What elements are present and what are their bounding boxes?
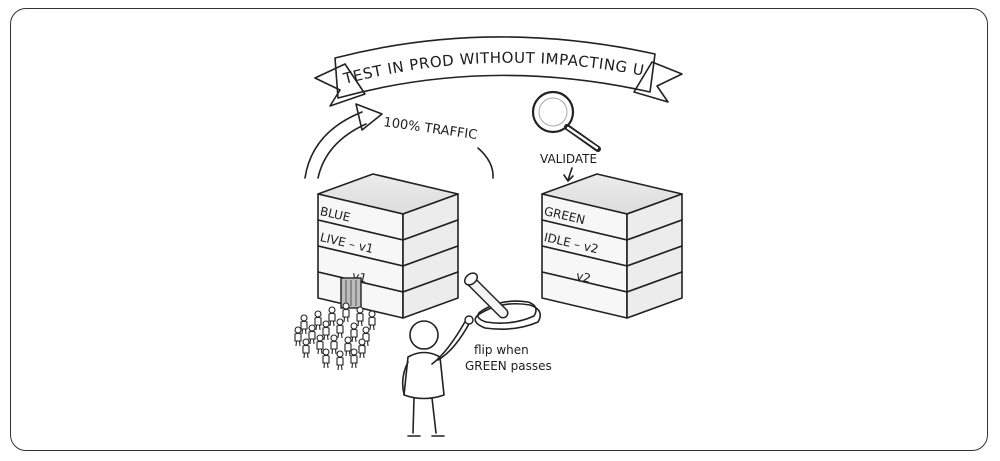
crowd-person — [314, 310, 322, 331]
lever-switch-icon — [463, 272, 541, 330]
validate-arrow — [563, 167, 574, 182]
crowd-person — [350, 322, 358, 343]
crowd-person — [316, 334, 324, 355]
crowd-person — [336, 350, 344, 371]
crowd-person — [294, 326, 302, 347]
crowd-person — [328, 306, 336, 327]
crowd-person — [342, 302, 350, 323]
curved-arrow-icon — [304, 103, 494, 179]
blue-stack-layer-side — [402, 271, 459, 319]
crowd-person — [302, 338, 310, 359]
crowd-person — [356, 306, 364, 327]
crowd-person — [368, 310, 376, 331]
magnifier-icon — [531, 90, 601, 152]
crowd-person — [300, 314, 308, 335]
crowd-person — [330, 334, 338, 355]
blue-stack-layer-label: BLUE — [319, 204, 352, 225]
title-banner: TEST IN PROD WITHOUT IMPACTING USERS — [0, 0, 683, 107]
diagram-frame — [10, 8, 988, 451]
green-stack-layer-side — [626, 271, 683, 319]
crowd-person — [336, 318, 344, 339]
crowd-icon — [294, 302, 376, 371]
door-icon — [340, 277, 362, 309]
person-icon — [401, 315, 474, 437]
crowd-person — [322, 348, 330, 369]
crowd-person — [308, 324, 316, 345]
crowd-person — [362, 326, 370, 347]
crowd-person — [358, 338, 366, 359]
crowd-person — [344, 336, 352, 357]
switch-caption-line2: GREEN passes — [465, 359, 552, 373]
crowd-person — [350, 348, 358, 369]
traffic-label: 100% TRAFFIC — [382, 115, 478, 143]
crowd-person — [322, 320, 330, 341]
validate-label: VALIDATE — [540, 152, 597, 166]
switch-caption-line1: flip when — [474, 343, 529, 357]
